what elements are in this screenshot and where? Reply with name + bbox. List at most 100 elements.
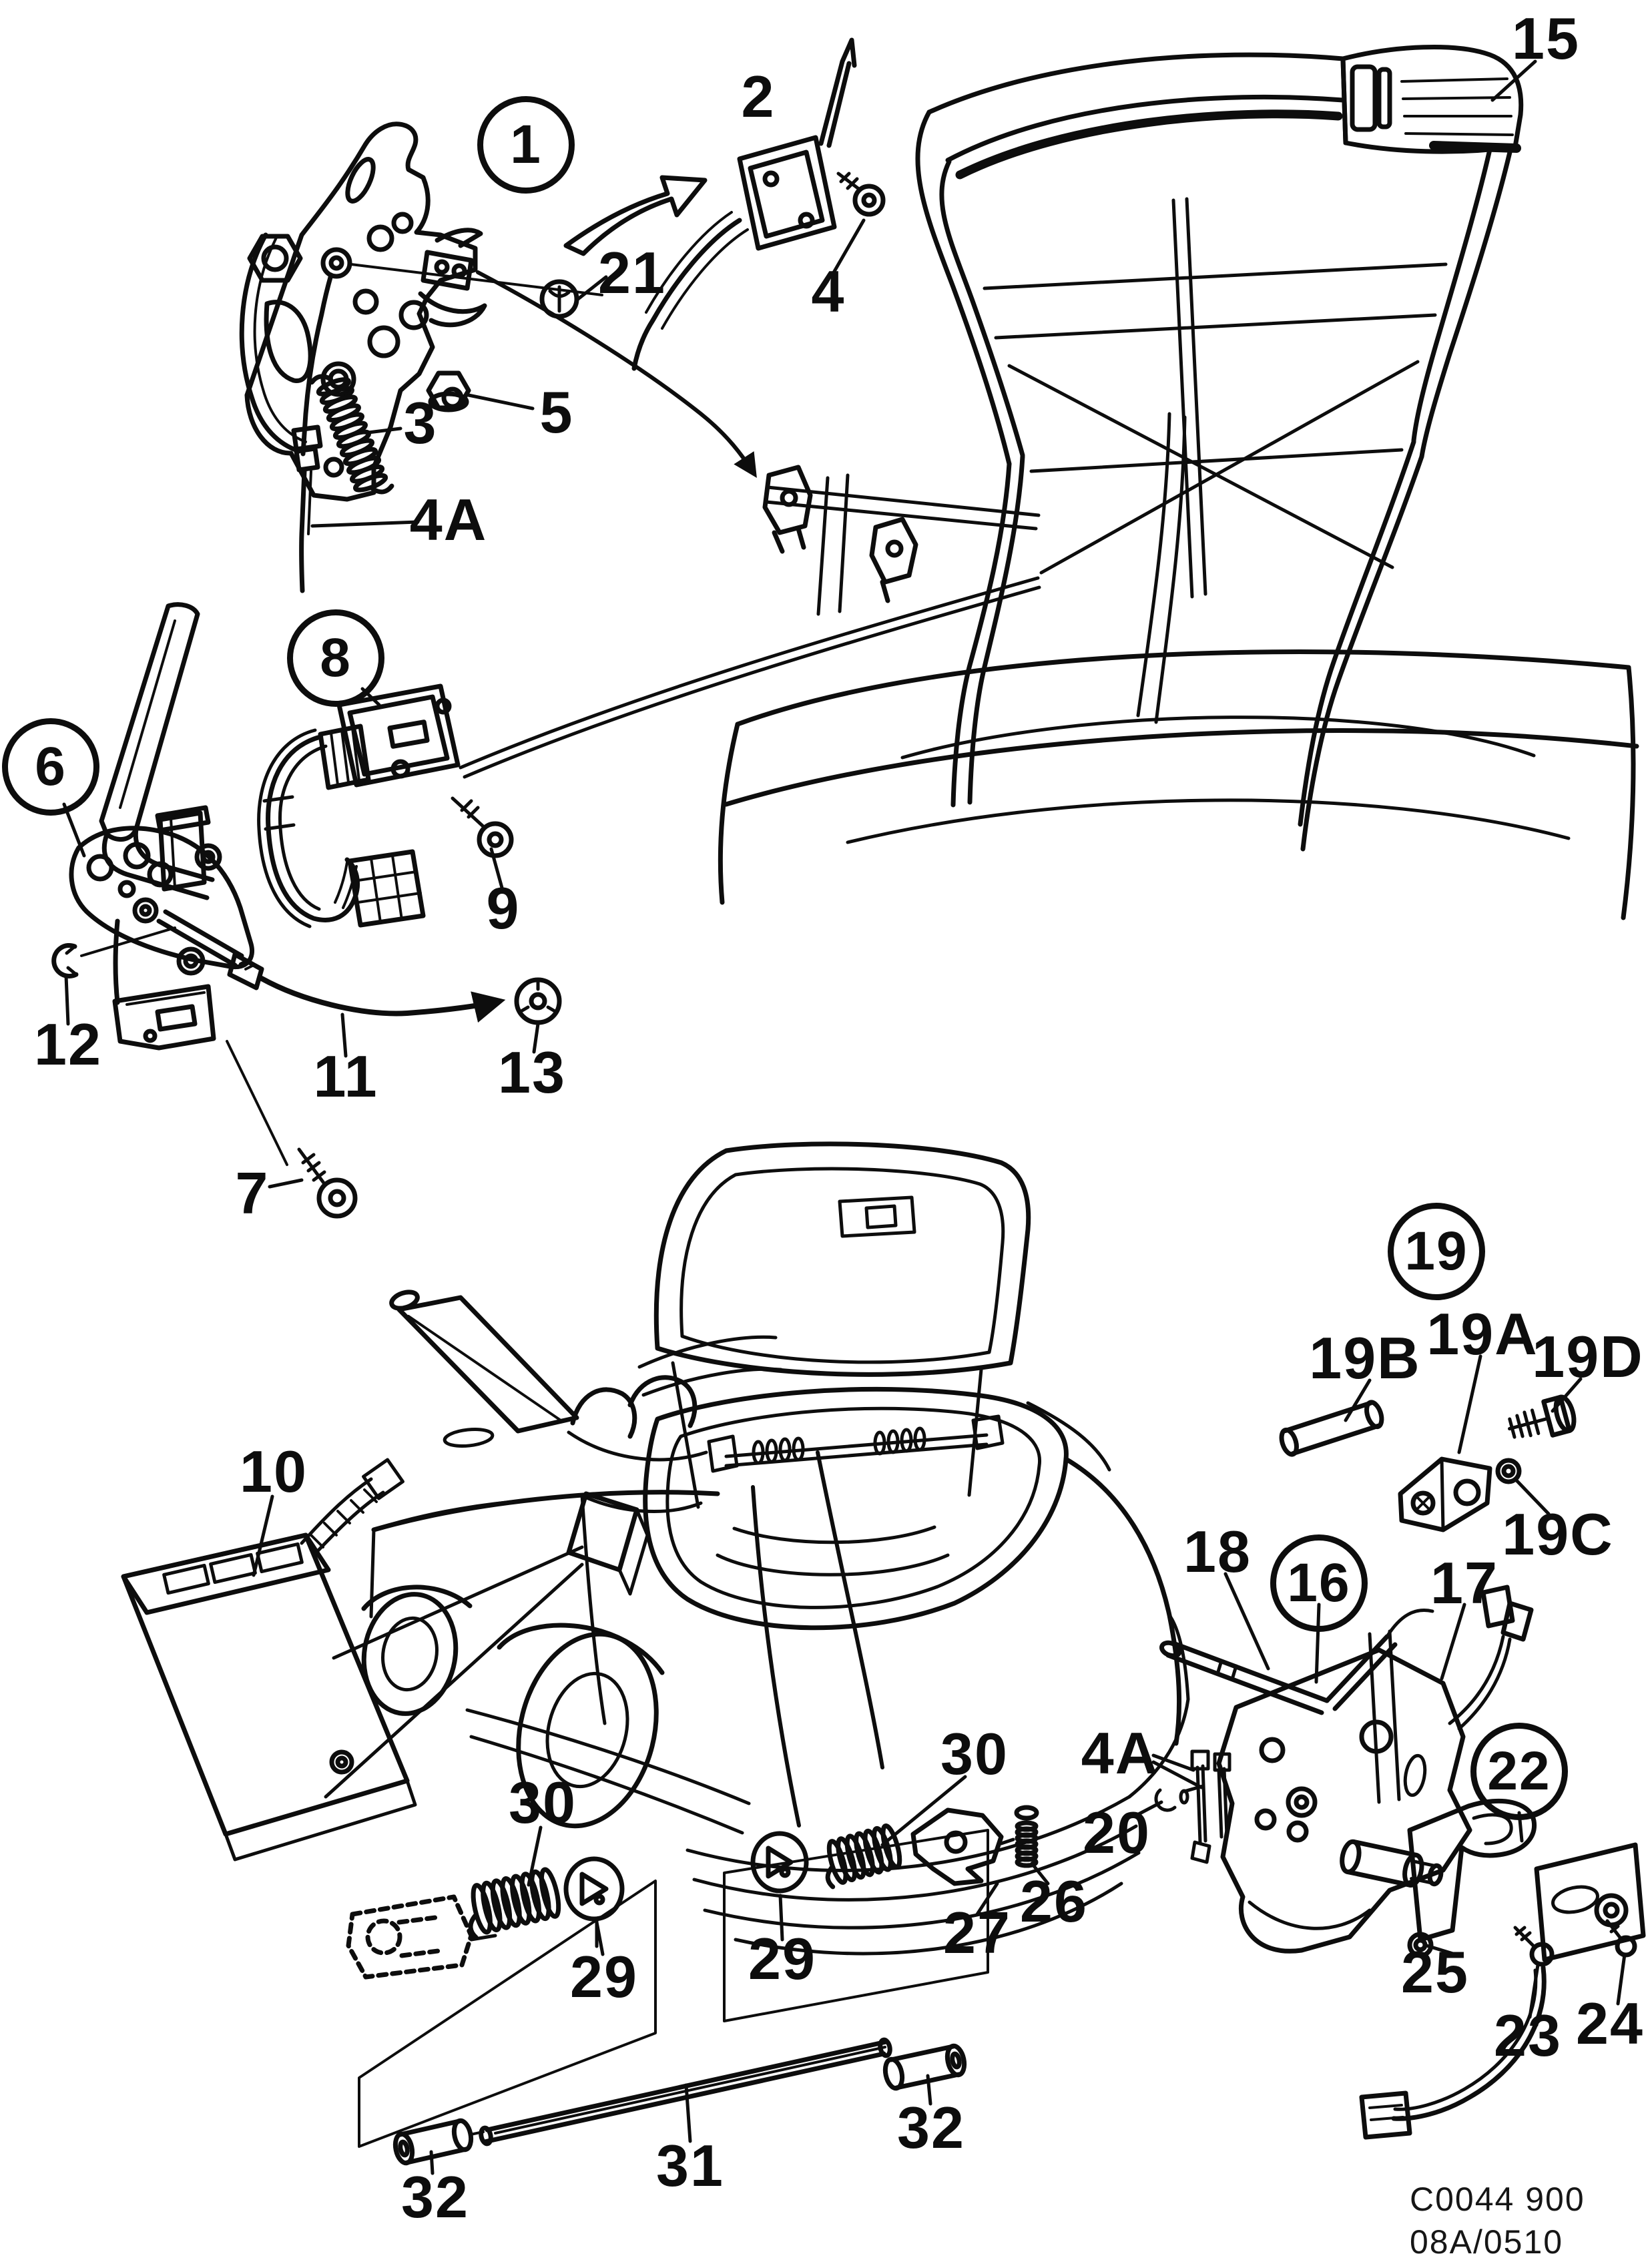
leader-line: [489, 847, 504, 890]
leader-line: [467, 393, 535, 410]
hinge-pin-group-19-drawing: [1279, 1394, 1577, 1532]
bracket-19a-drawing: [1398, 1456, 1492, 1532]
part-label-27: 27: [943, 1900, 1011, 1966]
leader-line: [1440, 1603, 1466, 1681]
washer-19c-drawing: [1495, 1458, 1522, 1484]
part-label-19D: 19D: [1532, 1324, 1644, 1390]
figure-code-line1: C0044 900: [1410, 2181, 1585, 2218]
leader-line: [1344, 1378, 1372, 1422]
part-label-21: 21: [598, 240, 666, 306]
lock-cylinder-sketch-drawing: [346, 1894, 474, 1980]
leader-line: [268, 1178, 304, 1189]
part-label-20: 20: [1083, 1799, 1151, 1866]
lock-mechanism-16-drawing: [1154, 1585, 1534, 1954]
part-label-19C: 19C: [1502, 1501, 1614, 1567]
leader-line: [64, 974, 70, 1026]
part-label-30-right: 30: [940, 1721, 1009, 1787]
part-label-32-right: 32: [897, 2094, 965, 2161]
part-label-5: 5: [539, 379, 574, 445]
leader-line: [595, 1920, 605, 1956]
part-label-22: 22: [1470, 1723, 1568, 1820]
nut-5-drawing: [426, 370, 471, 412]
pin-19b-drawing: [1279, 1400, 1384, 1457]
leader-line: [1422, 1943, 1457, 1956]
part-label-32-left: 32: [401, 2164, 469, 2230]
trunk-rod-installed-drawing: [707, 1414, 1005, 1473]
part-label-11: 11: [313, 1043, 378, 1109]
spring-30-right-drawing: [825, 1823, 902, 1890]
leader-line: [340, 1013, 348, 1058]
car-drawing: [361, 1141, 1190, 1956]
clip-12-drawing: [51, 942, 79, 978]
cable-11-drawing: [259, 976, 506, 1023]
leader-line: [778, 1894, 784, 1942]
trunk-latch-right-drawing: [869, 517, 918, 603]
part-label-15: 15: [1512, 5, 1580, 71]
roof-panel-15-drawing: [1340, 45, 1524, 154]
leader-line: [1151, 1760, 1203, 1789]
part-label-10: 10: [240, 1438, 308, 1504]
leader-line: [532, 1022, 540, 1054]
part-label-25: 25: [1401, 1939, 1469, 2005]
leader-line: [527, 1825, 543, 1887]
leader-lines-layer: [62, 59, 1627, 2175]
leader-line: [310, 520, 420, 528]
leader-line: [1457, 1354, 1482, 1454]
part-label-4A-top: 4A: [409, 487, 488, 553]
cable-4a-lower-drawing: [1190, 1749, 1231, 1864]
part-label-1: 1: [477, 96, 575, 194]
roller-29-right-drawing: [750, 1831, 809, 1894]
part-label-24: 24: [1576, 1990, 1644, 2056]
cable-4a-top-drawing: [291, 272, 334, 593]
part-label-29-left: 29: [570, 1944, 638, 2010]
part-label-8: 8: [287, 609, 384, 707]
part-label-6: 6: [2, 718, 99, 816]
sleeve-32-left-drawing: [392, 2118, 485, 2166]
cable-17-drawing: [1448, 1585, 1534, 1731]
part-label-31: 31: [656, 2133, 724, 2199]
part-label-19: 19: [1388, 1203, 1485, 1300]
leader-line: [1528, 1963, 1540, 2019]
part-label-29-right: 29: [748, 1926, 816, 1992]
leader-line: [1616, 1952, 1627, 2006]
leader-line: [1551, 1377, 1583, 1413]
leader-line: [366, 427, 402, 435]
leader-line: [975, 1882, 999, 1916]
ecu-10-drawing: [121, 1458, 584, 1862]
part-label-19A: 19A: [1426, 1301, 1539, 1367]
part-label-2: 2: [741, 63, 776, 129]
screw-4-drawing: [836, 172, 886, 217]
bolt-19d-drawing: [1508, 1394, 1577, 1439]
release-lever-drawing: [51, 602, 562, 1219]
part-label-16: 16: [1270, 1534, 1368, 1632]
screw-26-drawing: [1014, 1805, 1039, 1868]
part-label-19B: 19B: [1309, 1325, 1421, 1391]
leader-line: [926, 2074, 932, 2106]
spring-3-drawing: [309, 374, 394, 495]
switch-8-drawing: [257, 576, 1041, 928]
leader-line: [684, 2083, 692, 2143]
leader-line: [252, 1494, 274, 1577]
lever-27-drawing: [910, 1807, 1015, 1886]
spring-kit-drawing: [346, 1805, 1039, 2166]
screw-23-drawing: [1513, 1926, 1555, 1967]
part-label-26: 26: [1020, 1868, 1088, 1934]
part-label-18: 18: [1183, 1518, 1252, 1585]
detail-arrow: [563, 175, 708, 256]
ecu-location-marker-drawing: [566, 1491, 649, 1596]
convertible-top-frame-drawing: [718, 45, 1639, 920]
latch-assembly-drawing: [239, 121, 757, 593]
leader-line: [1134, 1800, 1163, 1817]
microswitch-2-drawing: [631, 37, 857, 371]
leader-line: [831, 218, 866, 276]
screw-9-drawing: [451, 796, 514, 858]
leader-line: [1490, 59, 1537, 102]
spring-30-left-drawing: [468, 1867, 561, 1940]
part-label-12: 12: [34, 1011, 102, 1077]
part-label-7: 7: [235, 1160, 270, 1226]
leader-line: [62, 802, 86, 858]
leader-line: [880, 1775, 967, 1847]
figure-code-line2: 08A/0510: [1410, 2223, 1564, 2261]
